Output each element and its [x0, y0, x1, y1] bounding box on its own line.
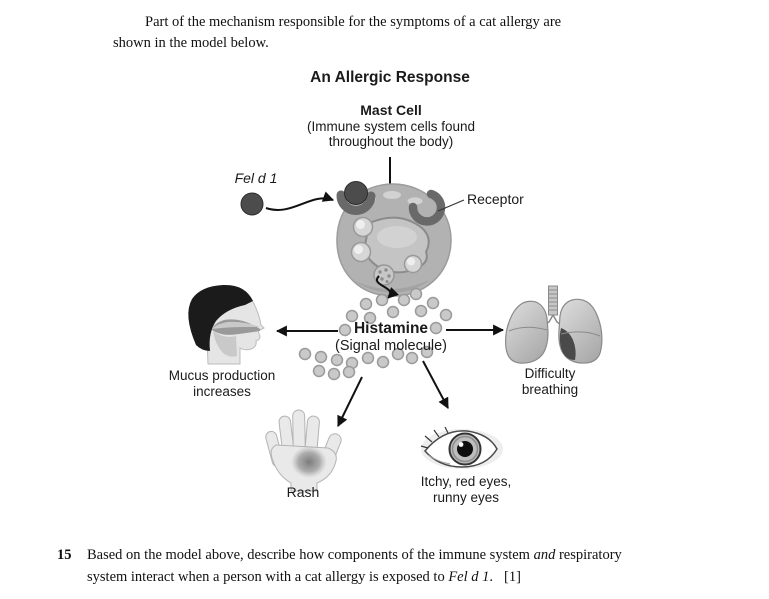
rash-patch: [291, 446, 327, 478]
histamine-title: Histamine: [353, 320, 429, 337]
granule: [350, 241, 372, 263]
cell-highlight: [383, 191, 401, 199]
iris-ring: [451, 435, 479, 463]
eye-highlight: [458, 442, 464, 447]
mast-cell-title: Mast Cell: [360, 102, 422, 118]
eyelashes: [420, 426, 449, 449]
histamine-release-arrow: [375, 275, 399, 299]
left-lung: [505, 300, 549, 364]
question-line2: system interact when a person with a cat…: [87, 569, 521, 585]
effect-breathing-label: Difficulty breathing: [521, 366, 579, 397]
lungs-illustration: [505, 285, 603, 364]
marks-badge: [1]: [504, 569, 521, 585]
receptor-occupied: [336, 190, 376, 215]
intro-line2: shown in the model below.: [113, 35, 269, 51]
nucleus-highlight: [377, 226, 417, 248]
head-illustration: [188, 284, 265, 365]
arrow-to-rash: [337, 376, 363, 427]
left-lung-fissure: [508, 326, 548, 332]
effect-eyes-label: Itchy, red eyes, runny eyes: [420, 474, 512, 505]
receptor-pointer-line: [437, 199, 465, 212]
arrow-to-eyes: [422, 360, 449, 409]
granule: [403, 254, 423, 274]
histamine-subtitle: (Signal molecule): [334, 338, 448, 354]
histamine-dots: [298, 287, 453, 381]
mast-cell-sub1: (Immune system cells found: [306, 118, 476, 134]
right-lung-fissure: [560, 331, 601, 337]
intro-paragraph: Part of the mechanism responsible for th…: [113, 12, 561, 54]
receptor-label: Receptor: [467, 191, 524, 207]
mast-cell-label: Mast Cell (Immune system cells found thr…: [307, 102, 475, 150]
throat-shading: [213, 331, 237, 357]
effect-mucus-label: Mucus production increases: [168, 368, 276, 399]
mast-cell-sub2: throughout the body): [328, 134, 454, 150]
allergen-binding-arrow: [265, 191, 335, 211]
intro-line1: Part of the mechanism responsible for th…: [145, 14, 562, 30]
trachea-ribs: [548, 289, 558, 311]
cell-highlight: [407, 197, 423, 205]
receptor-empty: [408, 189, 446, 226]
hand-illustration: [265, 409, 342, 492]
lower-lid-line: [427, 454, 451, 465]
question-line1: Based on the model above, describe how c…: [87, 547, 622, 563]
releasing-granule: [373, 264, 395, 286]
mast-cell-illustration: [336, 181, 452, 297]
diagram-title: An Allergic Response: [310, 69, 470, 86]
effect-rash-label: Rash: [286, 484, 320, 500]
hair: [188, 284, 253, 351]
allergen-label: Fel d 1: [234, 170, 278, 186]
question-number: 15: [57, 547, 72, 563]
allergen-particle: [240, 192, 264, 216]
question-15: 15 Based on the model above, describe ho…: [57, 544, 622, 588]
granule: [352, 216, 374, 238]
lung-dark-patch: [559, 328, 576, 360]
eye-illustration: [420, 426, 503, 469]
nasal-highlight: [212, 321, 260, 329]
question-text: Based on the model above, describe how c…: [87, 544, 622, 588]
allergen-bound: [344, 181, 368, 205]
